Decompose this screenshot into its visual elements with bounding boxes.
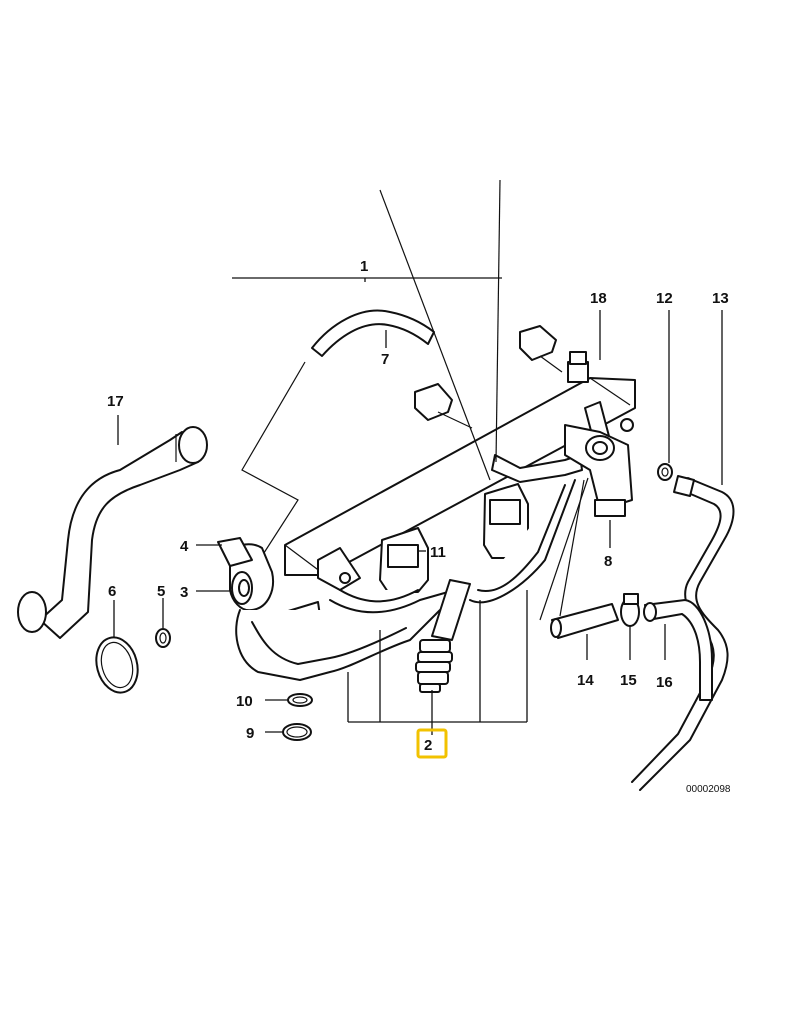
part-11-injector-b[interactable]	[483, 483, 529, 559]
part-11-injector-a[interactable]	[379, 527, 429, 593]
callout-3[interactable]: 3	[180, 584, 188, 601]
callout-7[interactable]: 7	[381, 351, 389, 368]
part-9-seal[interactable]	[282, 723, 312, 741]
callout-6[interactable]: 6	[108, 583, 116, 600]
part-2-fuel-lines[interactable]	[235, 454, 583, 693]
selected-callout-highlight	[416, 728, 448, 759]
diagram-reference-code: 00002098	[686, 784, 731, 795]
callout-17[interactable]: 17	[107, 393, 124, 410]
part-3-pressure-regulator[interactable]	[217, 537, 274, 612]
callout-5[interactable]: 5	[157, 583, 165, 600]
callouts: 1 2 3 4 5 6 7 8 9 10 11 12 13 14 15 16 1…	[107, 258, 729, 754]
part-10-seal[interactable]	[287, 693, 313, 707]
leader-lines	[113, 179, 723, 735]
callout-12[interactable]: 12	[656, 290, 673, 307]
part-7-hose[interactable]	[311, 309, 435, 357]
callout-16[interactable]: 16	[656, 674, 673, 691]
part-14-sleeve[interactable]	[550, 603, 619, 639]
part-12-ring[interactable]	[657, 463, 673, 481]
part-13-fuel-line[interactable]	[631, 475, 735, 791]
callout-2[interactable]: 2	[424, 737, 432, 754]
callout-1[interactable]: 1	[360, 258, 368, 275]
callout-4[interactable]: 4	[180, 538, 189, 555]
part-17-hose[interactable]	[17, 426, 208, 639]
part-6-ring[interactable]	[90, 633, 143, 697]
callout-18[interactable]: 18	[590, 290, 607, 307]
part-8-outlet-fitting[interactable]	[564, 424, 633, 517]
callout-14[interactable]: 14	[577, 672, 594, 689]
callout-8[interactable]: 8	[604, 553, 612, 570]
part-16-connector[interactable]	[643, 599, 713, 701]
callout-15[interactable]: 15	[620, 672, 637, 689]
callout-11[interactable]: 11	[430, 544, 446, 561]
callout-9[interactable]: 9	[246, 725, 254, 742]
callout-13[interactable]: 13	[712, 290, 729, 307]
part-5-ring[interactable]	[155, 628, 171, 648]
callout-10[interactable]: 10	[236, 693, 253, 710]
part-15-clamp[interactable]	[620, 593, 640, 627]
part-2-fitting[interactable]	[415, 639, 453, 693]
